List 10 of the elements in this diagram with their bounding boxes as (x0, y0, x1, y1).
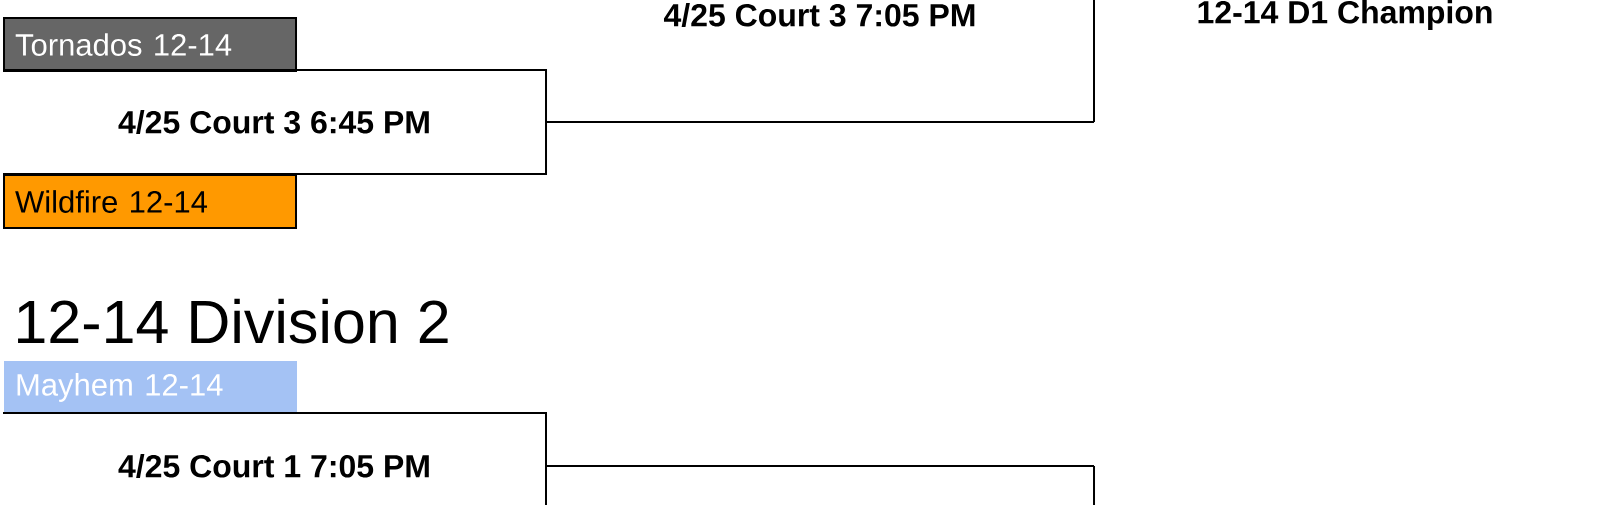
match-bracket: 4/25 Court 1 7:05 PM (2, 412, 547, 505)
team-box: Tornados 12-14 (3, 17, 297, 72)
connector-line (545, 465, 1095, 467)
connector-line (545, 121, 1095, 123)
match-bracket: 4/25 Court 3 6:45 PM (2, 69, 547, 175)
slot-label: 12-14 D1 Champion (1198, 0, 1492, 30)
team-box: Wildfire 12-14 (3, 174, 297, 229)
team-box: Mayhem 12-14 (4, 361, 297, 414)
match-bracket: 4/25 Court 3 7:05 PM (664, 0, 1095, 123)
section-heading: 12-14 Division 2 (18, 298, 448, 344)
